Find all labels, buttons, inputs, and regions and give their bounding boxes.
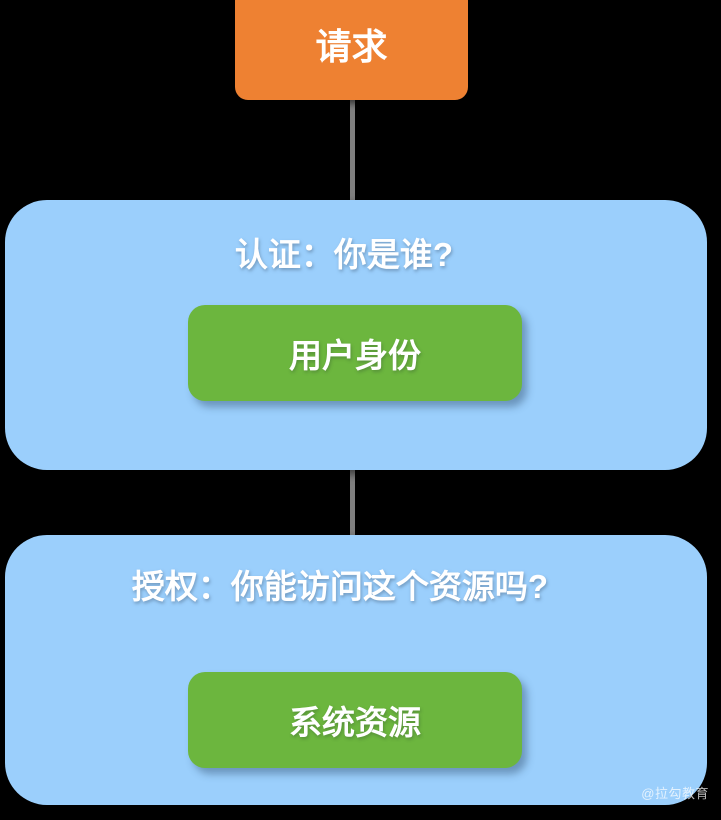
phase-authorization-label: 授权：你能访问这个资源吗?: [131, 568, 549, 605]
connector-request-to-identity: [350, 95, 355, 285]
node-system-resource[interactable]: 系统资源: [188, 672, 522, 768]
node-user-identity-label: 用户身份: [289, 337, 421, 374]
node-request-label: 请求: [315, 26, 388, 67]
phase-authentication-label: 认证：你是谁?: [234, 236, 454, 273]
connector-identity-through: [350, 400, 355, 651]
watermark: @拉勾教育: [641, 786, 709, 801]
node-system-resource-label: 系统资源: [289, 704, 421, 741]
node-request[interactable]: 请求: [235, 0, 468, 100]
node-user-identity[interactable]: 用户身份: [188, 305, 522, 401]
